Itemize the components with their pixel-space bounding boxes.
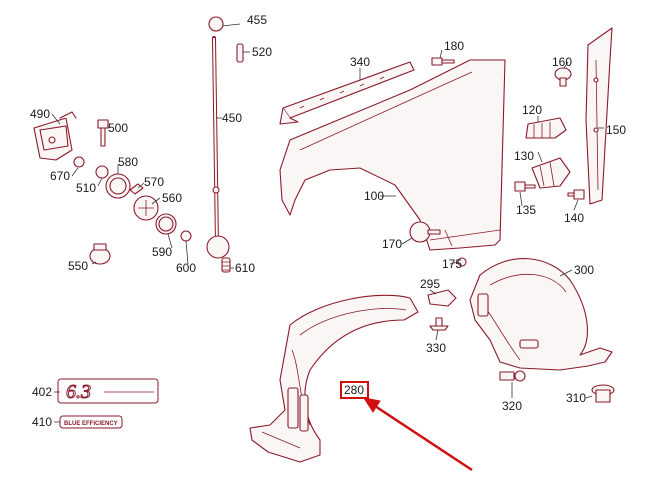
callout-180[interactable]: 180 xyxy=(444,39,464,53)
bracket-490 xyxy=(33,111,77,161)
nut-310 xyxy=(591,384,615,403)
callout-310[interactable]: 310 xyxy=(566,391,586,405)
callout-100[interactable]: 100 xyxy=(364,189,384,203)
callout-590[interactable]: 590 xyxy=(152,245,172,259)
plug-550 xyxy=(89,243,111,265)
callout-450[interactable]: 450 xyxy=(222,111,242,125)
bracket-130 xyxy=(531,157,571,189)
callout-570[interactable]: 570 xyxy=(144,175,164,189)
callout-670[interactable]: 670 xyxy=(50,169,70,183)
callout-140[interactable]: 140 xyxy=(564,211,584,225)
screw-330 xyxy=(429,317,449,331)
callout-610[interactable]: 610 xyxy=(235,261,255,275)
washer-510 xyxy=(95,165,109,179)
ring-580 xyxy=(105,173,131,199)
badge-410: BLUE EFFICIENCY xyxy=(59,415,123,429)
callout-320[interactable]: 320 xyxy=(502,399,522,413)
washer-600 xyxy=(180,230,192,242)
clip-520 xyxy=(236,43,244,63)
bolt-135 xyxy=(514,181,536,192)
badge-410-text: BLUE EFFICIENCY xyxy=(64,421,118,427)
rod-knob-455 xyxy=(208,16,224,32)
callout-490[interactable]: 490 xyxy=(30,107,50,121)
callout-labels: 455 520 450 610 490 500 670 510 580 570 … xyxy=(30,13,626,429)
highlight-280: 280 xyxy=(340,381,473,472)
bolt-170 xyxy=(409,221,441,243)
badge-402: 6.3 xyxy=(57,378,159,404)
fender-100 xyxy=(279,59,506,251)
linkage-rod-450 xyxy=(206,16,244,273)
support-rail-340 xyxy=(279,61,415,125)
bolt-500 xyxy=(97,119,109,147)
callout-170[interactable]: 170 xyxy=(382,237,402,251)
callout-560[interactable]: 560 xyxy=(162,191,182,205)
washer-670 xyxy=(73,156,85,168)
callout-510[interactable]: 510 xyxy=(76,181,96,195)
callout-330[interactable]: 330 xyxy=(426,341,446,355)
badge-402-text: 6.3 xyxy=(66,381,91,403)
callout-410[interactable]: 410 xyxy=(32,415,52,429)
rod-grommet xyxy=(206,235,230,259)
bolt-140 xyxy=(567,189,585,200)
bolt-180 xyxy=(431,57,455,66)
spring-610 xyxy=(221,257,231,273)
clip-160 xyxy=(554,67,572,87)
callout-280[interactable]: 280 xyxy=(344,383,364,397)
clip-295 xyxy=(427,289,457,307)
screw-320 xyxy=(499,370,526,382)
trim-strip-150 xyxy=(585,27,613,205)
callout-520[interactable]: 520 xyxy=(252,45,272,59)
callout-120[interactable]: 120 xyxy=(522,103,542,117)
callout-160[interactable]: 160 xyxy=(552,55,572,69)
seal-590 xyxy=(155,213,177,235)
callout-600[interactable]: 600 xyxy=(176,261,196,275)
wheel-arch-liner-280 xyxy=(249,294,419,463)
callout-150[interactable]: 150 xyxy=(606,123,626,137)
callout-175[interactable]: 175 xyxy=(442,257,462,271)
callout-130[interactable]: 130 xyxy=(514,149,534,163)
highlight-arrow-shaft xyxy=(371,402,473,472)
callout-580[interactable]: 580 xyxy=(118,155,138,169)
callout-135[interactable]: 135 xyxy=(516,203,536,217)
leader-lines xyxy=(51,23,604,423)
callout-402[interactable]: 402 xyxy=(32,385,52,399)
callout-500[interactable]: 500 xyxy=(108,121,128,135)
callout-340[interactable]: 340 xyxy=(350,55,370,69)
highlight-box xyxy=(340,381,369,399)
bracket-120 xyxy=(525,117,567,139)
callout-300[interactable]: 300 xyxy=(574,263,594,277)
highlight-arrow-head xyxy=(362,397,381,413)
wheel-arch-liner-300 xyxy=(469,258,613,371)
callout-295[interactable]: 295 xyxy=(420,277,440,291)
callout-455[interactable]: 455 xyxy=(247,13,267,27)
callout-550[interactable]: 550 xyxy=(68,259,88,273)
cap-560 xyxy=(133,195,159,221)
